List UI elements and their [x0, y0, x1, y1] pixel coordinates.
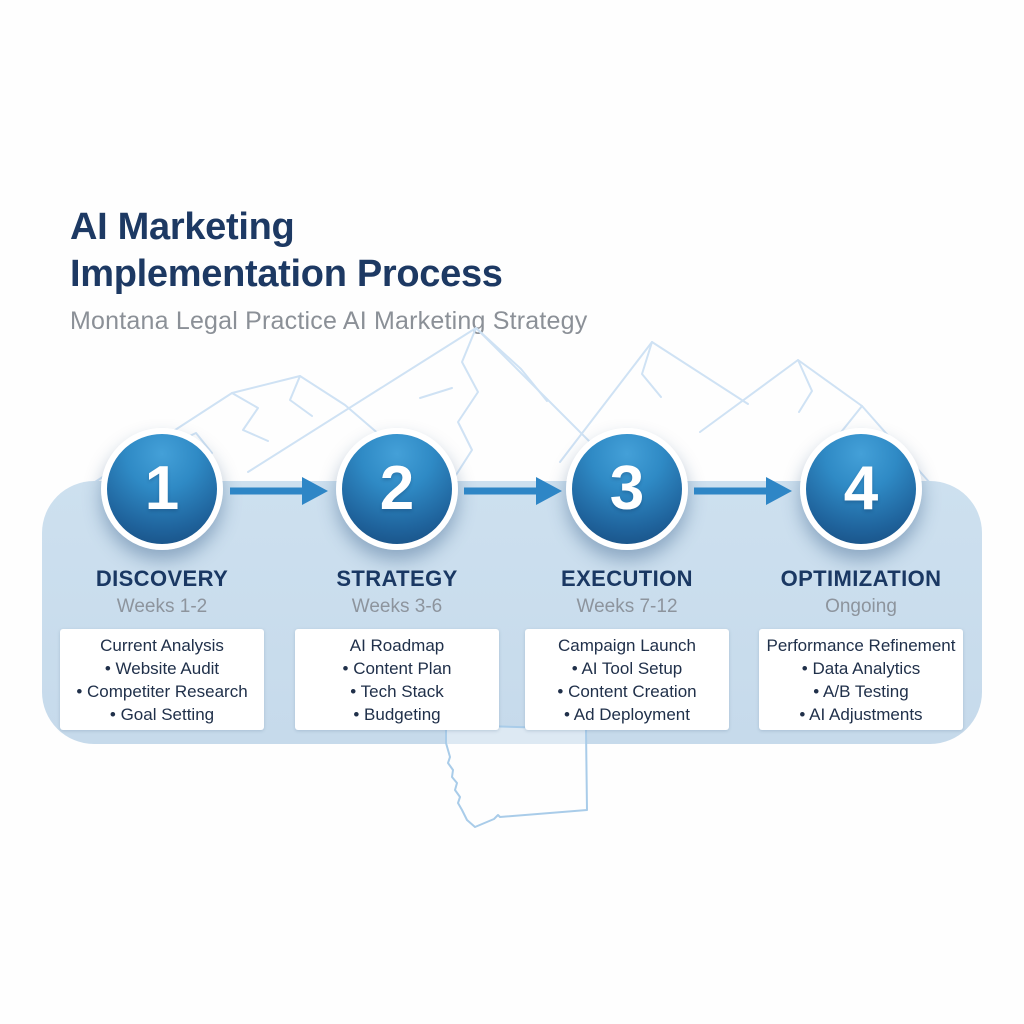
phase-4-name: OPTIMIZATION — [780, 566, 942, 591]
page-title-line1: AI Marketing — [70, 206, 295, 248]
phase-column-discovery: 1 DISCOVERY Weeks 1-2 Current Analysis W… — [42, 428, 282, 730]
arrow-right-icon — [230, 477, 328, 505]
phase-1-duration: Weeks 1-2 — [116, 596, 208, 617]
phase-column-strategy: 2 STRATEGY Weeks 3-6 AI Roadmap Content … — [277, 428, 517, 730]
phase-3-badge: 3 — [566, 428, 688, 550]
card-item: A/B Testing — [813, 680, 909, 703]
circle-3-icon: 3 — [566, 428, 688, 550]
phase-2-name: STRATEGY — [336, 566, 458, 591]
card-item: Ad Deployment — [564, 703, 690, 726]
phase-3-card: Campaign Launch AI Tool Setup Content Cr… — [525, 629, 729, 730]
arrow-right-icon — [694, 477, 792, 505]
card-item: Content Plan — [343, 657, 451, 680]
page-title: AI Marketing Implementation Process — [70, 204, 770, 298]
page-title-line2: Implementation Process — [70, 253, 503, 295]
card-item: AI Adjustments — [799, 703, 922, 726]
card-item: AI Tool Setup — [572, 657, 682, 680]
phase-4-number: 4 — [843, 454, 879, 523]
phase-3-name: EXECUTION — [561, 566, 693, 591]
card-heading: Current Analysis — [100, 635, 224, 655]
page-subtitle: Montana Legal Practice AI Marketing Stra… — [70, 307, 588, 335]
circle-2-icon: 2 — [336, 428, 458, 550]
phase-4-card: Performance Refinement Data Analytics A/… — [759, 629, 963, 730]
card-heading: AI Roadmap — [349, 635, 445, 655]
card-item: Website Audit — [105, 657, 220, 680]
header: AI Marketing Implementation Process Mont… — [70, 204, 770, 336]
phase-4-badge: 4 — [800, 428, 922, 550]
phase-3-number: 3 — [609, 454, 645, 523]
phase-2-duration: Weeks 3-6 — [351, 596, 443, 617]
phase-2-number: 2 — [379, 454, 415, 523]
card-item: Tech Stack — [350, 680, 444, 703]
phase-column-execution: 3 EXECUTION Weeks 7-12 Campaign Launch A… — [507, 428, 747, 730]
phase-1-number: 1 — [144, 454, 180, 523]
card-heading: Performance Refinement — [766, 635, 956, 655]
card-item: Data Analytics — [802, 657, 920, 680]
phase-3-duration: Weeks 7-12 — [576, 596, 678, 617]
card-item: Competiter Research — [76, 680, 248, 703]
card-item: Goal Setting — [110, 703, 215, 726]
phase-1-name: DISCOVERY — [95, 566, 229, 591]
card-heading: Campaign Launch — [558, 635, 696, 655]
phase-2-badge: 2 — [336, 428, 458, 550]
circle-4-icon: 4 — [800, 428, 922, 550]
phase-column-optimization: 4 OPTIMIZATION Ongoing Performance Refin… — [741, 428, 981, 730]
card-item: Content Creation — [557, 680, 697, 703]
arrow-right-icon — [464, 477, 562, 505]
phase-1-badge: 1 — [101, 428, 223, 550]
phase-1-card: Current Analysis Website Audit Competite… — [60, 629, 264, 730]
montana-state-outline — [445, 724, 588, 828]
card-item: Budgeting — [353, 703, 441, 726]
phase-2-card: AI Roadmap Content Plan Tech Stack Budge… — [295, 629, 499, 730]
circle-1-icon: 1 — [101, 428, 223, 550]
phase-4-duration: Ongoing — [825, 596, 897, 617]
